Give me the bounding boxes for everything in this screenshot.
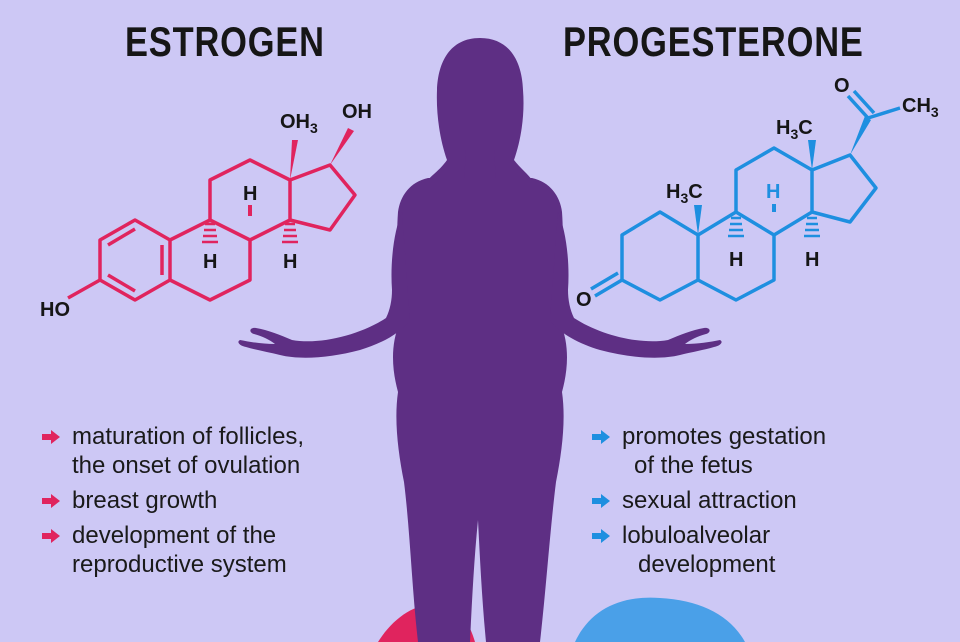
progesterone-o-top-label: O: [834, 75, 850, 97]
estrogen-oh3-label: OH3: [280, 111, 318, 136]
list-item: breast growth: [42, 486, 382, 515]
arrow-right-icon: [42, 529, 60, 543]
list-item: promotes gestation of the fetus: [592, 422, 932, 480]
progesterone-wedge-ch3-b: [808, 140, 816, 170]
effect-line: breast growth: [72, 487, 218, 514]
progesterone-o-left-label: O: [576, 289, 592, 311]
estrogen-wedge-oh3: [290, 140, 298, 180]
effect-line: of the fetus: [634, 452, 753, 479]
progesterone-h-blue-label: H: [766, 181, 780, 203]
list-item: development of the reproductive system: [42, 521, 382, 579]
progesterone-wedge-ch3-a: [694, 205, 702, 235]
effect-line: reproductive system: [72, 551, 287, 578]
estrogen-wedge-oh: [330, 128, 354, 165]
effect-line: the onset of ovulation: [72, 452, 301, 479]
estrogen-h-label-1: H: [243, 183, 257, 205]
effect-line: maturation of follicles,: [72, 423, 305, 450]
arrow-right-icon: [42, 494, 60, 508]
progesterone-h3c-label-b: H3C: [776, 117, 813, 142]
arrow-right-icon: [592, 529, 610, 543]
progesterone-ch3-label: CH3: [902, 95, 939, 120]
list-item: maturation of follicles, the onset of ov…: [42, 422, 382, 480]
effect-line: development: [638, 551, 776, 578]
progesterone-wedge-acetyl: [850, 116, 871, 155]
estrogen-h-label-3: H: [283, 251, 297, 273]
progesterone-h-label-2: H: [805, 249, 819, 271]
effect-line: promotes gestation: [622, 423, 827, 450]
progesterone-h3c-label-a: H3C: [666, 181, 703, 206]
estrogen-h-label-2: H: [203, 251, 217, 273]
arrow-right-icon: [592, 430, 610, 444]
progesterone-dome: [575, 597, 745, 642]
progesterone-effects-list: promotes gestation of the fetus sexual a…: [592, 422, 932, 585]
effect-line: lobuloalveolar: [622, 522, 771, 549]
effect-line: sexual attraction: [622, 487, 797, 514]
effect-line: development of the: [72, 522, 277, 549]
list-item: lobuloalveolar development: [592, 521, 932, 579]
progesterone-h-label-1: H: [729, 249, 743, 271]
estrogen-effects-list: maturation of follicles, the onset of ov…: [42, 422, 382, 585]
estrogen-title: ESTROGEN: [125, 18, 325, 65]
estrogen-ho-label: HO: [40, 299, 70, 321]
progesterone-title: PROGESTERONE: [563, 18, 864, 65]
estrogen-oh-label: OH: [342, 101, 372, 123]
list-item: sexual attraction: [592, 486, 932, 515]
arrow-right-icon: [42, 430, 60, 444]
arrow-right-icon: [592, 494, 610, 508]
